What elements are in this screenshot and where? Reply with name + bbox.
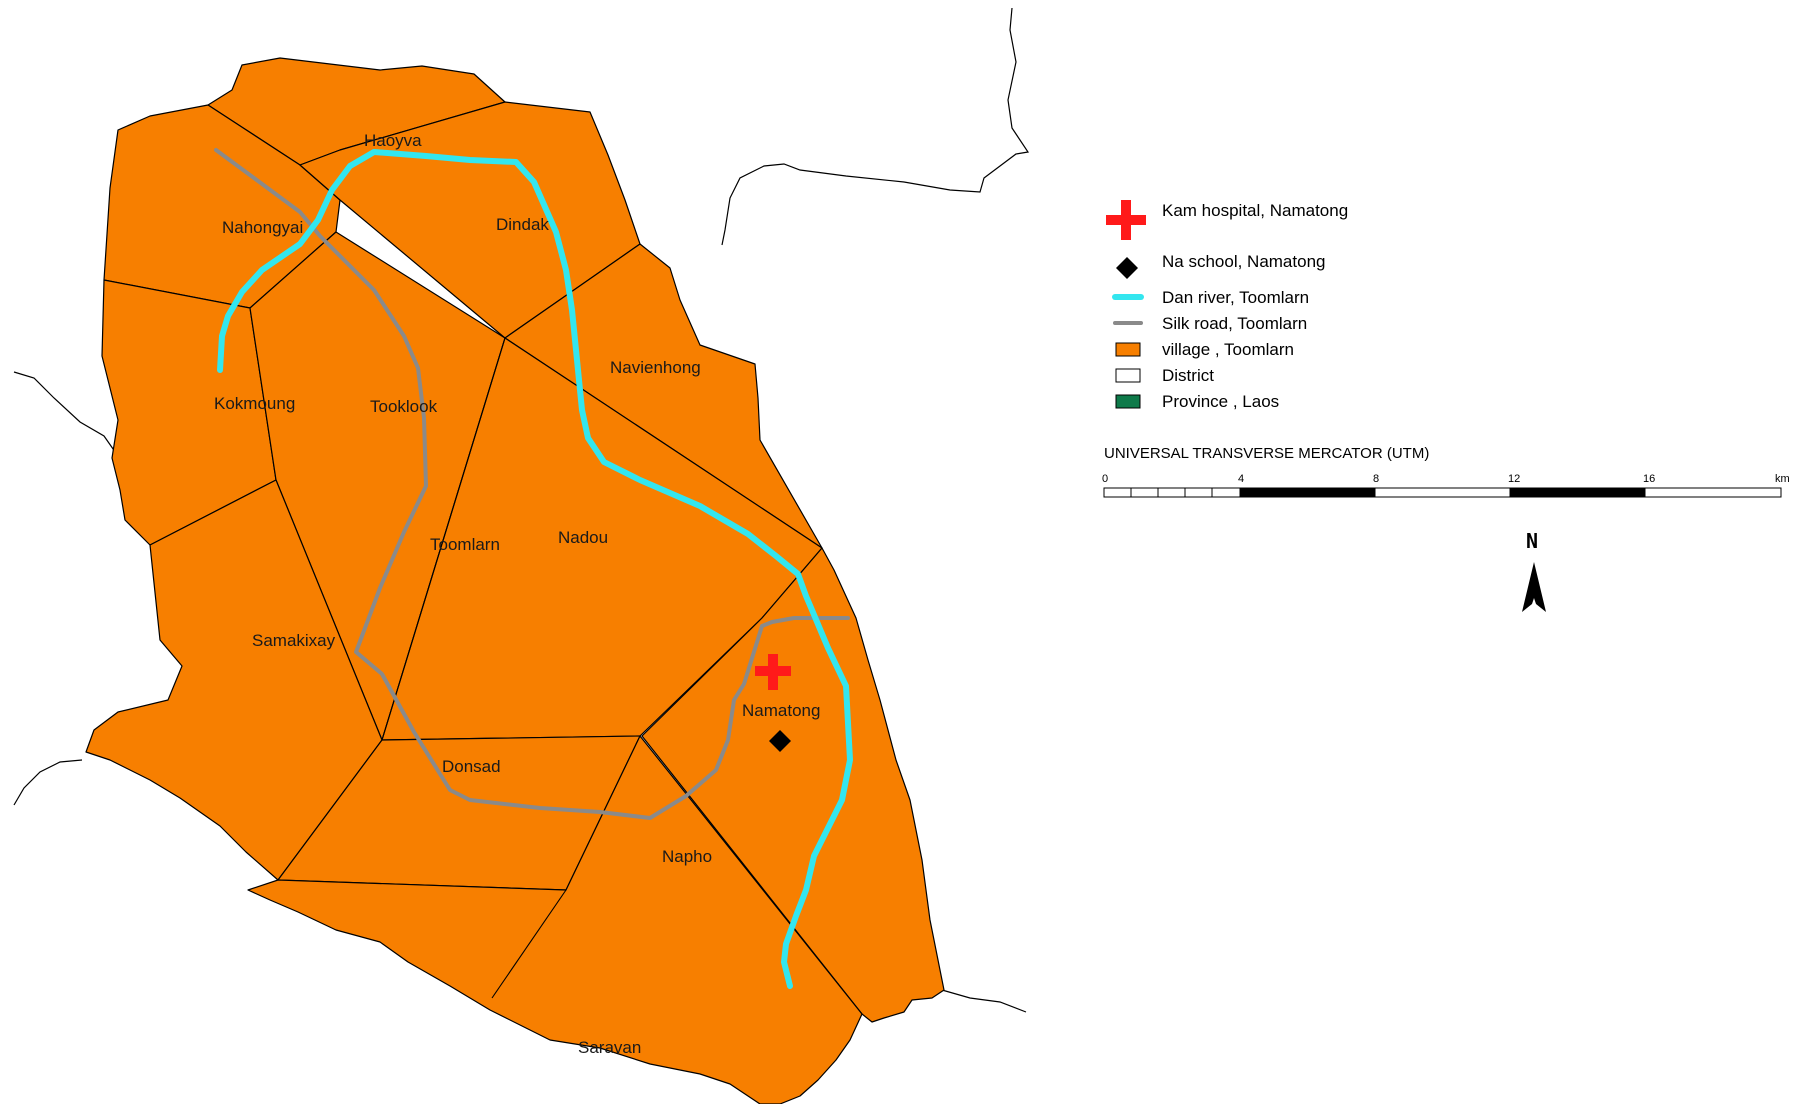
label-kokmoung: Kokmoung	[214, 394, 295, 413]
village-labels: Haoyva Nahongyai Dindak Navienhong Kokmo…	[214, 131, 820, 1057]
silk-road-line	[214, 148, 850, 820]
label-donsad: Donsad	[442, 757, 501, 776]
hospital-marker	[755, 654, 791, 690]
district-line-west-top	[13, 371, 119, 457]
label-tooklook: Tooklook	[370, 397, 438, 416]
north-arrow-icon: N	[1522, 529, 1546, 612]
label-toomlarn: Toomlarn	[430, 535, 500, 554]
scale-tick-5: km	[1775, 473, 1790, 485]
scale-seg-a2	[1130, 487, 1159, 498]
village-legend-swatch	[1115, 342, 1141, 357]
north-arrow-label: N	[1526, 529, 1538, 553]
legend-province-label: Province , Laos	[1162, 392, 1279, 411]
legend-hospital-label: Kam hospital, Namatong	[1162, 201, 1348, 220]
label-nahongyai: Nahongyai	[222, 218, 303, 237]
internal-division-lines	[381, 337, 567, 999]
legend-village-label: village , Toomlarn	[1162, 340, 1294, 359]
school-marker	[769, 730, 791, 752]
scale-seg-a4	[1184, 487, 1213, 498]
label-napho: Napho	[662, 847, 712, 866]
scale-tick-1: 4	[1238, 473, 1244, 485]
scale-seg-a1	[1103, 487, 1132, 498]
scale-bar: UNIVERSAL TRANSVERSE MERCATOR (UTM) 0 4 8 1…	[1102, 445, 1790, 498]
north-arrow-shape	[1522, 562, 1546, 612]
district-boundary-lines	[13, 7, 1030, 1013]
division-nadou-toomlarn	[381, 337, 506, 741]
scale-seg-d	[1509, 487, 1646, 498]
label-nadou: Nadou	[558, 528, 608, 547]
scale-tick-labels: 0 4 8 12 16 km	[1102, 473, 1790, 485]
district-line-east-bottom	[941, 989, 1027, 1013]
district-legend-swatch	[1115, 368, 1141, 383]
scale-seg-c	[1374, 487, 1511, 498]
red-cross-icon	[1106, 200, 1146, 240]
scale-seg-a5	[1211, 487, 1241, 498]
legend-river-label: Dan river, Toomlarn	[1162, 288, 1309, 307]
label-samakixay: Samakixay	[252, 631, 336, 650]
scale-bar-segments	[1103, 487, 1782, 498]
legend-school-label: Na school, Namatong	[1162, 252, 1325, 271]
scale-tick-0: 0	[1102, 473, 1108, 485]
legend-road-label: Silk road, Toomlarn	[1162, 314, 1307, 333]
label-haoyva: Haoyva	[364, 131, 422, 150]
district-line-east-top	[721, 7, 1030, 246]
scale-seg-e	[1644, 487, 1782, 498]
district-line-west-bottom	[13, 759, 83, 806]
label-dindak: Dindak	[496, 215, 549, 234]
scale-tick-2: 8	[1373, 473, 1379, 485]
scale-seg-a3	[1157, 487, 1186, 498]
legend-district-label: District	[1162, 366, 1214, 385]
black-diamond-icon	[1116, 257, 1138, 279]
scale-tick-3: 12	[1508, 473, 1520, 485]
division-napho-saravan	[491, 889, 567, 999]
label-saravan: Saravan	[578, 1038, 641, 1057]
scale-seg-b	[1239, 487, 1376, 498]
village-napho-saravan	[247, 735, 863, 1104]
scale-tick-4: 16	[1643, 473, 1655, 485]
scale-bar-title: UNIVERSAL TRANSVERSE MERCATOR (UTM)	[1104, 445, 1429, 462]
dan-river-line	[217, 149, 853, 989]
province-legend-swatch	[1115, 394, 1141, 409]
legend: Kam hospital, Namatong Na school, Namato…	[1106, 200, 1348, 411]
label-navienhong: Navienhong	[610, 358, 701, 377]
label-namatong: Namatong	[742, 701, 820, 720]
